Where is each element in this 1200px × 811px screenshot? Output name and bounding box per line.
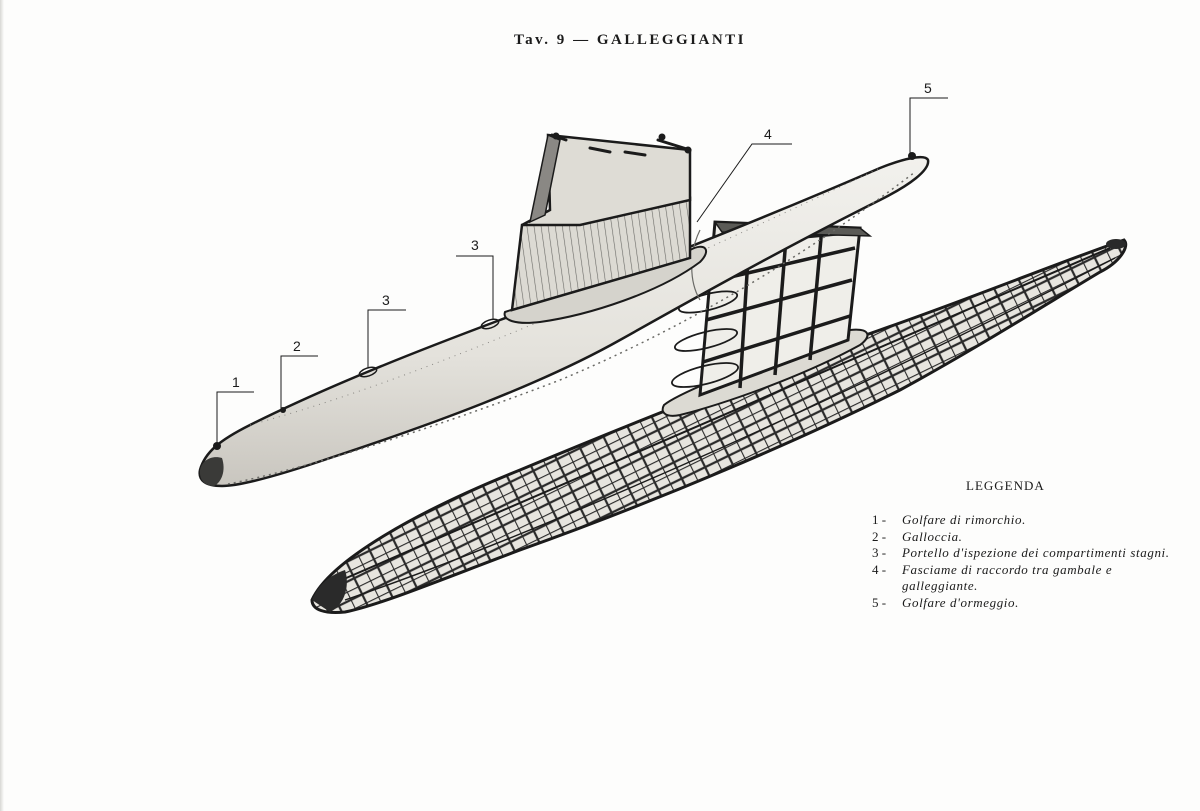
legend-list: 1 - Golfare di rimorchio. 2 - Galloccia.… bbox=[872, 512, 1172, 611]
legend-item: 4 - Fasciame di raccordo tra gambale e g… bbox=[872, 562, 1172, 595]
legend-title: LEGGENDA bbox=[966, 478, 1045, 493]
legend-item-text: Portello d'ispezione dei compartimenti s… bbox=[902, 545, 1170, 560]
legend-item: 5 - Golfare d'ormeggio. bbox=[872, 595, 1172, 612]
plate-number: Tav. 9 bbox=[514, 32, 567, 48]
legend-item-number: 5 - bbox=[872, 594, 887, 610]
callout-4: 4 bbox=[764, 126, 772, 142]
scan-edge bbox=[0, 0, 4, 811]
legend-item-number: 3 - bbox=[872, 545, 887, 560]
plate-title: GALLEGGIANTI bbox=[596, 32, 747, 48]
callout-2: 2 bbox=[293, 338, 301, 354]
legend-item-number: 4 - bbox=[872, 561, 887, 577]
legend-item: 1 - Golfare di rimorchio. bbox=[872, 512, 1172, 529]
legend-item-text: Golfare d'ormeggio. bbox=[902, 594, 1019, 610]
legend-item: 2 - Galloccia. bbox=[872, 529, 1172, 546]
legend-item-text: Galloccia. bbox=[902, 528, 963, 544]
legend-item-number: 2 - bbox=[872, 528, 887, 544]
callout-5: 5 bbox=[924, 80, 932, 96]
legend-item-text: Golfare di rimorchio. bbox=[902, 512, 1026, 527]
upper-strut-fairing bbox=[503, 132, 708, 324]
callout-leaders bbox=[216, 97, 948, 443]
callout-3a: 3 bbox=[382, 292, 390, 308]
page-title: Tav. 9 — GALLEGGIANTI bbox=[514, 32, 746, 49]
legend-item-number: 1 - bbox=[872, 512, 887, 527]
legend: LEGGENDA 1 - Golfare di rimorchio. 2 - G… bbox=[872, 478, 1172, 611]
callout-1: 1 bbox=[232, 374, 240, 390]
legend-item: 3 - Portello d'ispezione dei compartimen… bbox=[872, 545, 1172, 562]
legend-item-text: Fasciame di raccordo tra gambale e galle… bbox=[902, 561, 1113, 594]
callout-3b: 3 bbox=[471, 237, 479, 253]
lower-float-framework bbox=[310, 238, 1128, 614]
upper-float-hull bbox=[198, 152, 930, 488]
title-separator: — bbox=[573, 32, 591, 48]
